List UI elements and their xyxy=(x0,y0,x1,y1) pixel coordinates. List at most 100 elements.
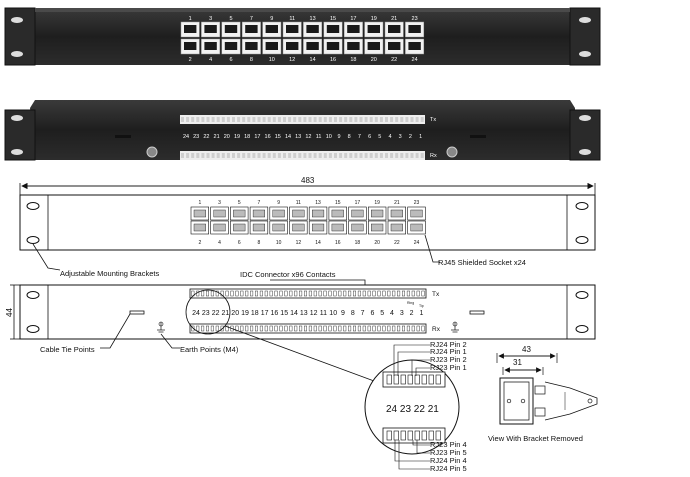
port-jack-icon xyxy=(224,25,238,33)
idc-contact-icon xyxy=(402,290,406,297)
idc-strip-tx xyxy=(180,115,425,124)
bracket-hole-icon xyxy=(575,291,589,299)
idc-contact-icon xyxy=(379,153,383,158)
port-number: 23 xyxy=(412,16,418,22)
idc-contact-icon xyxy=(313,290,317,297)
idc-contact-icon xyxy=(308,325,312,332)
idc-contact-icon xyxy=(328,325,332,332)
idc-contact-icon xyxy=(191,153,195,158)
idc-contact-icon xyxy=(328,290,332,297)
idc-contact-icon xyxy=(269,290,273,297)
port-number: 22 xyxy=(391,57,397,63)
port-jack-icon xyxy=(331,209,344,218)
terminal-number: 10 xyxy=(326,134,332,140)
port-number: 6 xyxy=(238,240,241,246)
port-number: 13 xyxy=(310,16,316,22)
idc-contact-icon xyxy=(250,325,254,332)
port-number: 15 xyxy=(330,16,336,22)
port-jack-icon xyxy=(292,223,305,232)
idc-contact-icon xyxy=(382,290,386,297)
idc-contact-icon xyxy=(354,117,358,122)
front-port-array xyxy=(180,21,425,55)
port-number: 20 xyxy=(371,57,377,63)
idc-contact-icon xyxy=(395,153,399,158)
idc-contact-icon xyxy=(379,117,383,122)
idc-contact-icon xyxy=(421,325,425,332)
pin-leader-line xyxy=(393,344,430,376)
terminal-number: 20 xyxy=(224,134,230,140)
idc-contact-icon xyxy=(186,153,190,158)
zoom-numbers: 24 23 22 21 xyxy=(386,404,439,415)
idc-contact-icon xyxy=(250,290,254,297)
port-jack-icon xyxy=(252,209,266,218)
idc-contact-icon xyxy=(201,290,205,297)
idc-contact-icon xyxy=(410,117,414,122)
idc-contact-icon xyxy=(369,117,373,122)
idc-contact-icon xyxy=(353,290,357,297)
terminal-number: 8 xyxy=(348,134,351,140)
terminal-number: 15 xyxy=(280,310,288,317)
port-jack-icon xyxy=(286,25,299,33)
idc-contact-icon xyxy=(215,290,219,297)
port-number: 24 xyxy=(412,57,418,63)
terminal-number: 2 xyxy=(410,310,414,317)
idc-contact-icon xyxy=(400,153,404,158)
idc-contact-icon xyxy=(262,153,266,158)
idc-contact-icon xyxy=(323,290,327,297)
port-number: 9 xyxy=(270,16,273,22)
terminal-number: 12 xyxy=(305,134,311,140)
terminal-number: 9 xyxy=(337,134,340,140)
idc-contact-icon xyxy=(232,153,235,158)
bracket-hole-icon xyxy=(26,202,40,210)
idc-contact-icon xyxy=(283,153,286,158)
callout-idc: IDC Connector x96 Contacts xyxy=(240,270,336,279)
port-number: 6 xyxy=(229,57,232,63)
idc-contact-icon xyxy=(245,290,249,297)
idc-contact-icon xyxy=(277,153,281,158)
idc-contact-icon xyxy=(252,153,256,158)
idc-contact-icon xyxy=(235,325,239,332)
port-jack-icon xyxy=(184,42,197,50)
port-number: 1 xyxy=(198,200,201,206)
port-jack-icon xyxy=(306,25,319,33)
idc-contact-icon xyxy=(318,290,322,297)
port-jack-icon xyxy=(331,223,344,232)
pin-leader-line xyxy=(415,367,430,376)
idc-contact-icon xyxy=(390,117,394,122)
cable-tie-slot-icon xyxy=(470,135,486,138)
port-jack-icon xyxy=(272,209,285,218)
idc-contact-icon xyxy=(230,290,234,297)
port-number: 19 xyxy=(374,200,380,206)
tx-label: Tx xyxy=(430,117,436,123)
idc-contact-icon xyxy=(362,325,366,332)
port-jack-icon xyxy=(193,209,206,218)
terminal-number: 16 xyxy=(271,310,279,317)
idc-contact-icon xyxy=(304,325,308,332)
idc-contact-icon xyxy=(216,153,220,158)
idc-contact-icon xyxy=(240,325,244,332)
terminal-number: 11 xyxy=(316,134,322,140)
port-number: 8 xyxy=(250,57,253,63)
drawing-port-array xyxy=(190,206,426,235)
terminal-number: 24 xyxy=(192,310,200,317)
idc-contact-icon xyxy=(191,325,195,332)
port-number: 8 xyxy=(258,240,261,246)
idc-contact-icon xyxy=(226,153,230,158)
terminal-number: 19 xyxy=(241,310,249,317)
earth-symbol-icon xyxy=(451,321,459,333)
port-number: 14 xyxy=(310,57,316,63)
idc-contact-icon xyxy=(221,117,225,122)
port-number: 22 xyxy=(394,240,400,246)
side-view-caption: View With Bracket Removed xyxy=(488,434,583,443)
bracket-hole-icon xyxy=(11,115,23,121)
idc-contact-icon xyxy=(225,325,229,332)
idc-contact-icon xyxy=(308,117,312,122)
port-jack-icon xyxy=(326,42,340,50)
port-number: 7 xyxy=(258,200,261,206)
idc-contact-icon xyxy=(254,290,258,297)
idc-contact-icon xyxy=(387,290,391,297)
idc-contact-icon xyxy=(421,430,427,441)
port-number: 14 xyxy=(315,240,321,246)
idc-contact-icon xyxy=(421,374,427,385)
